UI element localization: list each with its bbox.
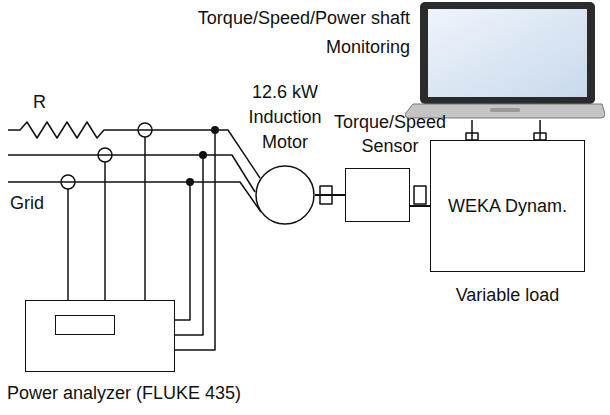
junction-dot — [186, 178, 194, 186]
grid-wire — [8, 155, 255, 192]
voltage-lead — [175, 155, 203, 335]
resistor-symbol — [8, 122, 260, 178]
current-clamp — [61, 175, 75, 189]
voltage-lead — [175, 130, 215, 350]
node-text: Torque/Speed/Power shaft Monitoring — [175, 4, 410, 62]
power-analyzer-outline — [25, 300, 175, 372]
junction-dot — [199, 151, 207, 159]
clamp-lead — [144, 137, 146, 300]
clamp-lead — [104, 162, 106, 300]
node-text: WEKA Dynam. — [430, 193, 585, 219]
signal-cable — [471, 120, 473, 140]
grid-wire — [8, 182, 261, 212]
wire-label: R — [33, 92, 46, 113]
current-clamp — [98, 148, 112, 162]
dynamometer: WEKA Dynam. Variable load — [430, 140, 585, 340]
clamp-lead — [67, 189, 69, 300]
shaft-coupling — [414, 186, 426, 204]
analyzer-display — [55, 315, 115, 335]
induction-motor-outline — [255, 165, 315, 225]
node-text: 12.6 kW Induction Motor — [240, 80, 330, 155]
label-holder: R — [33, 92, 46, 113]
label-holder: Grid — [10, 193, 44, 214]
power-analyzer: Power analyzer (FLUKE 435) — [25, 300, 355, 410]
laptop-monitor: Torque/Speed/Power shaft Monitoring — [175, 0, 605, 125]
node-text: Variable load — [430, 282, 585, 308]
wire-label: Grid — [10, 193, 44, 214]
junction-dot — [211, 126, 219, 134]
torque-speed-sensor-outline — [345, 168, 410, 222]
drive-shaft — [315, 194, 345, 196]
voltage-lead — [175, 182, 190, 320]
drive-shaft — [410, 205, 430, 207]
laptop-monitor-outline — [405, 0, 605, 120]
current-clamp — [138, 123, 152, 137]
node-text: Power analyzer (FLUKE 435) — [7, 382, 337, 404]
induction-motor: 12.6 kW Induction Motor — [235, 80, 345, 230]
signal-cable — [539, 120, 541, 140]
